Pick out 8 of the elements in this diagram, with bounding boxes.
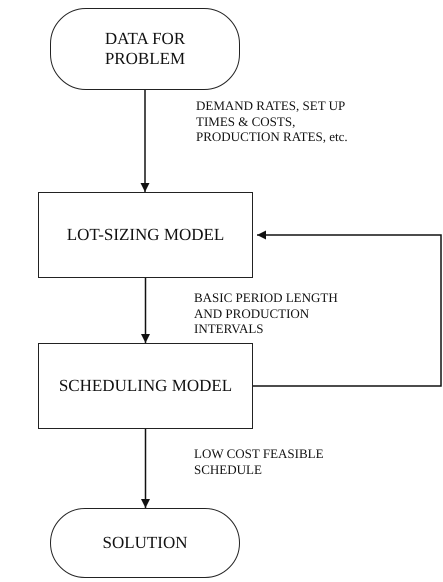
arrow <box>141 278 150 343</box>
terminal-shape: DATA FOR PROBLEM <box>50 8 240 90</box>
arrow <box>141 429 150 508</box>
arrow <box>253 230 442 387</box>
process-box: LOT-SIZING MODEL <box>38 192 253 278</box>
terminal-shape: SOLUTION <box>50 508 240 578</box>
process-box: SCHEDULING MODEL <box>38 343 253 429</box>
arrow <box>140 90 150 192</box>
